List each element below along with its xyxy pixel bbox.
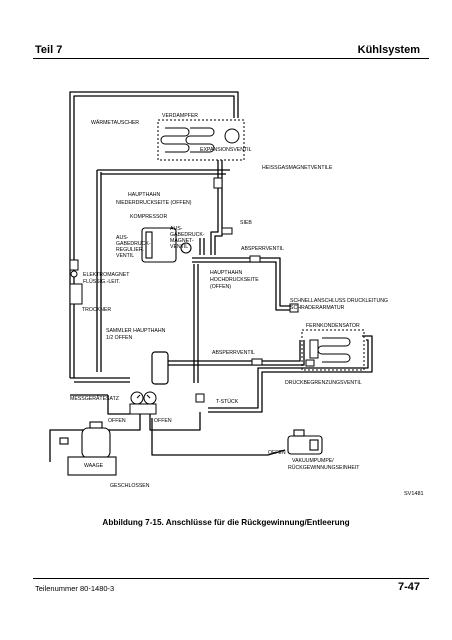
- pipe-condenser-out: [208, 335, 373, 413]
- label-solenoid-liquid-1: ELEKTROMAGNET: [83, 272, 130, 278]
- label-main-valve-low-1: HAUPTHAHN: [128, 192, 161, 198]
- compressor: [141, 227, 192, 263]
- label-main-valve-high-1: HAUPTHAHN: [210, 270, 243, 276]
- label-scale: WAAGE: [84, 463, 104, 469]
- label-pressure-limit-valve: DRUCKBEGRENZUNGSVENTIL: [285, 380, 362, 386]
- label-open-left: OFFEN: [108, 418, 126, 424]
- chapter-label: Teil 7: [35, 44, 63, 56]
- vacuum-pump-icon: [287, 429, 323, 455]
- label-main-valve-high-2: HOCHDRUCKSEITE: [210, 277, 259, 283]
- pipe-discharge: [192, 257, 295, 307]
- evaporator-coil: [157, 119, 245, 161]
- label-discharge-mag-4: VENTIL: [170, 244, 188, 250]
- label-discharge-mag-2: GABEDRUCK-: [170, 232, 205, 238]
- pipe-shutoff-line: [168, 340, 301, 362]
- pipe-outer-loop-inner: [73, 95, 235, 378]
- section-title: Kühlsystem: [357, 44, 420, 56]
- label-hot-gas-valve: HEISSGASMAGNETVENTILE: [262, 165, 333, 171]
- pipe-outer-loop: [69, 91, 239, 378]
- receiver-tank: [151, 351, 169, 385]
- label-shutoff-valve-1: ABSPERRVENTIL: [241, 246, 284, 252]
- label-open-pump: OFFEN: [268, 450, 286, 456]
- label-receiver-2: 1/2 OFFEN: [106, 335, 132, 341]
- label-shutoff-valve-2: ABSPERRVENTIL: [212, 350, 255, 356]
- shutoff-valve-2-icon: [251, 358, 263, 366]
- label-discharge-mag-1: AUS-: [170, 226, 183, 232]
- label-evaporator: VERDAMPFER: [162, 113, 198, 119]
- header-rule: [33, 58, 429, 59]
- label-closed: GESCHLOSSEN: [110, 483, 150, 489]
- schrader-icon: [289, 303, 299, 313]
- label-solenoid-liquid-2: FLÜSSIG.-LEIT.: [83, 278, 120, 285]
- dryer: [69, 259, 83, 305]
- hot-gas-valve-icon: [213, 177, 223, 189]
- pressure-limit-valve-icon: [305, 359, 315, 367]
- label-discharge-reg-3: REGULIER.: [116, 247, 144, 253]
- pipe-hot-gas: [210, 160, 219, 255]
- t-piece-icon: [195, 393, 205, 403]
- label-discharge-reg-4: VENTIL: [116, 253, 134, 259]
- strainer-icon: [221, 227, 233, 235]
- label-heat-exchanger: WÄRMETAUSCHER: [91, 119, 139, 126]
- label-pump-1: VAKUUMPUMPE/: [292, 458, 334, 464]
- label-discharge-reg-2: GABEDRUCK-: [116, 241, 151, 247]
- refrigerant-cylinder: [81, 421, 111, 459]
- gauge-set: [129, 391, 157, 415]
- shutoff-valve-1-icon: [249, 255, 261, 263]
- label-discharge-reg-1: AUS-: [116, 235, 129, 241]
- scale-icon: [59, 437, 117, 476]
- part-number: Teilenummer 80-1480-3: [35, 584, 115, 593]
- label-quick-connect-1: SCHNELLANSCHLUSS DRUCKLEITUNG: [290, 298, 388, 304]
- footer-rule: [33, 578, 429, 579]
- label-main-valve-low-2: NIEDERDRUCKSEITE (OFFEN): [116, 200, 192, 206]
- label-quick-connect-2: SCHRADERARMATUR: [290, 305, 345, 311]
- label-discharge-mag-3: MAGNET-: [170, 238, 194, 244]
- label-t-piece: T-STÜCK: [216, 398, 239, 405]
- label-condenser: FERNKONDENSATOR: [306, 323, 360, 329]
- figure-id: SV1481: [404, 491, 424, 497]
- label-receiver-1: SAMMLER HAUPTHAHN: [106, 328, 166, 334]
- label-gauge-set: MESSGERÄTESATZ: [70, 395, 119, 402]
- label-pump-2: RÜCKGEWINNUNGSEINHEIT: [288, 464, 360, 471]
- label-compressor: KOMPRESSOR: [130, 214, 167, 220]
- page-number: 7-47: [397, 581, 420, 593]
- figure-caption: Abbildung 7-15. Anschlüsse für die Rückg…: [102, 518, 350, 527]
- label-open-right: OFFEN: [154, 418, 172, 424]
- condenser-coil: [301, 329, 365, 371]
- label-strainer: SIEB: [240, 220, 252, 226]
- label-main-valve-high-3: (OFFEN): [210, 284, 231, 290]
- hose-gauge-right: [149, 412, 201, 431]
- label-dryer: TROCKNER: [82, 307, 111, 313]
- hose-pump: [151, 418, 286, 456]
- label-expansion-valve: EXPANSIONSVENTIL: [200, 147, 252, 153]
